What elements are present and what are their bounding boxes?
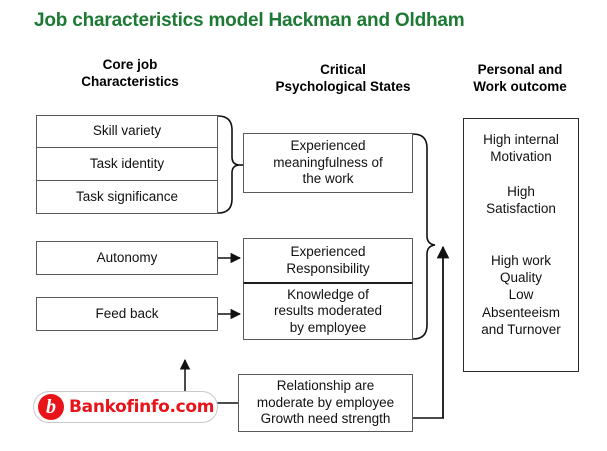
box-task-identity[interactable]: Task identity [36, 148, 218, 181]
box-knowledge-of-results[interactable]: Knowledge of results moderated by employ… [243, 284, 413, 340]
box-feed-back[interactable]: Feed back [36, 297, 218, 331]
column-header-core-job: Core job Characteristics [81, 57, 179, 89]
brace-psychological-states [412, 133, 436, 340]
box-experienced-responsibility[interactable]: Experienced Responsibility [243, 238, 413, 284]
bankofinfo-logo: b Bankofinfo.com [33, 391, 218, 423]
box-relationship-moderator[interactable]: Relationship are moderate by employee Gr… [238, 374, 413, 432]
logo-wordmark: Bankofinfo.com [69, 397, 215, 417]
page-title: Job characteristics model Hackman and Ol… [34, 10, 465, 31]
box-skill-variety[interactable]: Skill variety [36, 115, 218, 148]
brace-core-characteristics [217, 115, 241, 214]
column-header-critical-states: Critical Psychological States [275, 62, 411, 94]
box-autonomy[interactable]: Autonomy [36, 241, 218, 275]
box-experienced-meaningfulness[interactable]: Experienced meaningfulness of the work [243, 133, 413, 193]
box-task-significance[interactable]: Task significance [36, 181, 218, 214]
logo-b-icon: b [38, 394, 64, 420]
column-header-personal-outcome: Personal and Work outcome [473, 62, 567, 94]
box-personal-work-outcome[interactable]: High internal Motivation High Satisfacti… [463, 118, 579, 372]
